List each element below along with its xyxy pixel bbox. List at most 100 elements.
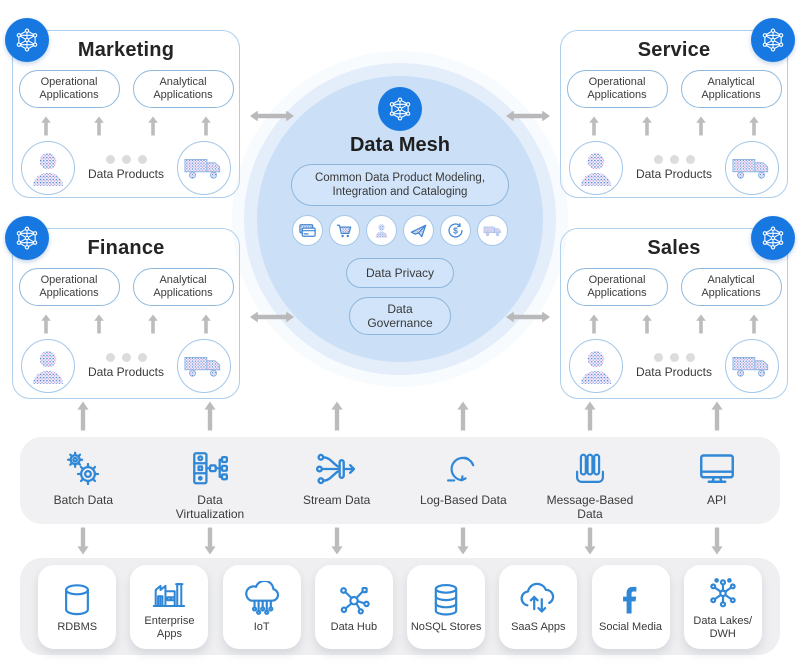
double-arrow-icon: [506, 311, 550, 323]
common-modeling-pill: Common Data Product Modeling, Integratio…: [291, 164, 509, 206]
svg-text:$: $: [453, 226, 458, 236]
data-products-label: Data Products: [87, 167, 165, 181]
operational-applications-pill: Operational Applications: [18, 70, 120, 108]
up-arrow-icon: [94, 314, 105, 334]
source-card-data-lakes-dwh: Data Lakes/ DWH: [683, 564, 762, 649]
up-arrow-icon: [77, 401, 89, 431]
database-icon: [58, 579, 96, 621]
truck-icon: [725, 141, 779, 195]
source-card-saas-apps: SaaS Apps: [499, 564, 578, 649]
pill-label: Operational Applications: [587, 274, 647, 299]
pill-label: Common Data Product Modeling, Integratio…: [314, 172, 486, 198]
domain-title: Finance: [87, 237, 165, 259]
application-pills: Operational Applications Analytical Appl…: [18, 268, 234, 306]
pill-label: Operational Applications: [39, 274, 99, 299]
truck-icon: [177, 141, 231, 195]
dollar-cycle-icon: $: [440, 215, 471, 246]
up-arrow-icon: [711, 401, 723, 431]
factory-icon: [150, 573, 188, 615]
up-arrow-icon: [41, 116, 51, 136]
ingestion-label: Data Virtualization: [175, 493, 245, 521]
ingestion-label: Log-Based Data: [419, 493, 507, 507]
ingestion-label: Stream Data: [302, 493, 371, 507]
source-card-iot: IoT: [222, 564, 301, 649]
ingestion-up-arrows: [20, 401, 780, 431]
up-arrow-icon: [331, 401, 343, 431]
data-privacy-pill: Data Privacy: [345, 258, 455, 288]
source-card-nosql-stores: NoSQL Stores: [407, 564, 486, 649]
up-arrow-icon: [695, 116, 706, 136]
pill-label: Analytical Applications: [701, 274, 761, 299]
up-arrow-icon: [589, 116, 599, 136]
operational-applications-pill: Operational Applications: [18, 268, 120, 306]
up-arrow-icon: [642, 314, 653, 334]
person-icon: [21, 141, 75, 195]
pill-label: Operational Applications: [587, 76, 647, 101]
application-pills: Operational Applications Analytical Appl…: [566, 70, 782, 108]
truck-icon: [177, 339, 231, 393]
data-mesh-title: Data Mesh: [349, 134, 451, 156]
ellipsis-dots: [653, 353, 695, 362]
domain-title: Sales: [647, 237, 701, 259]
sources-down-arrows: [20, 527, 780, 555]
data-mesh-node-icon: [751, 18, 795, 62]
domain-title: Marketing: [77, 39, 175, 61]
up-arrows: [24, 314, 228, 334]
data-governance-pill: Data Governance: [349, 297, 451, 335]
operational-applications-pill: Operational Applications: [566, 268, 668, 306]
sources-band: RDBMS Enterprise Apps: [20, 558, 780, 655]
ingestion-label: Batch Data: [53, 493, 114, 507]
lake-network-icon: [704, 573, 742, 615]
source-label: Social Media: [599, 621, 663, 633]
source-label: IoT: [253, 621, 270, 633]
source-label: Data Lakes/ DWH: [693, 614, 753, 640]
up-arrow-icon: [204, 401, 216, 431]
truck-icon: [477, 215, 508, 246]
up-arrow-icon: [584, 401, 596, 431]
up-arrow-icon: [94, 116, 105, 136]
cloud-sync-icon: [517, 579, 559, 621]
ingestion-item-log-based-data: Log-Based Data: [400, 446, 527, 507]
source-label: Enterprise Apps: [144, 614, 195, 640]
stream-split-icon: [315, 446, 359, 492]
message-queue-icon: [571, 446, 609, 492]
gears-icon: [63, 446, 103, 492]
operational-applications-pill: Operational Applications: [566, 70, 668, 108]
shopping-cart-icon: [329, 215, 360, 246]
down-arrow-icon: [457, 527, 469, 555]
pill-label: Operational Applications: [39, 76, 99, 101]
down-arrow-icon: [584, 527, 596, 555]
source-card-enterprise-apps: Enterprise Apps: [130, 564, 209, 649]
up-arrow-icon: [642, 116, 653, 136]
domain-panel-marketing: Marketing Operational Applications Analy…: [5, 18, 240, 198]
up-arrow-icon: [457, 401, 469, 431]
up-arrow-icon: [695, 314, 706, 334]
person-icon: [366, 215, 397, 246]
up-arrow-icon: [147, 314, 158, 334]
source-card-rdbms: RDBMS: [38, 564, 117, 649]
data-mesh-hub: Data Mesh Common Data Product Modeling, …: [257, 76, 543, 362]
up-arrow-icon: [589, 314, 599, 334]
up-arrows: [572, 116, 776, 136]
ingestion-item-message-based-data: Message-Based Data: [527, 446, 654, 521]
ingestion-item-data-virtualization: Data Virtualization: [147, 446, 274, 521]
data-products-label: Data Products: [635, 365, 713, 379]
source-card-social-media: Social Media: [591, 564, 670, 649]
double-arrow-icon: [250, 110, 294, 122]
data-products-label: Data Products: [87, 365, 165, 379]
up-arrow-icon: [41, 314, 51, 334]
ellipsis-dots: [105, 353, 147, 362]
server-nodes-icon: [190, 446, 230, 492]
ingestion-item-stream-data: Stream Data: [273, 446, 400, 507]
data-products-row: Data Products: [21, 339, 231, 393]
source-card-data-hub: Data Hub: [314, 564, 393, 649]
ellipsis-dots: [105, 155, 147, 164]
double-arrow-icon: [506, 110, 550, 122]
double-arrow-icon: [250, 311, 294, 323]
up-arrow-icon: [201, 314, 211, 334]
ingestion-label: Message-Based Data: [546, 493, 634, 521]
ingestion-item-api: API: [653, 446, 780, 507]
source-label: NoSQL Stores: [410, 621, 482, 633]
person-icon: [569, 339, 623, 393]
domain-panel-service: Service Operational Applications Analyti…: [560, 18, 795, 198]
